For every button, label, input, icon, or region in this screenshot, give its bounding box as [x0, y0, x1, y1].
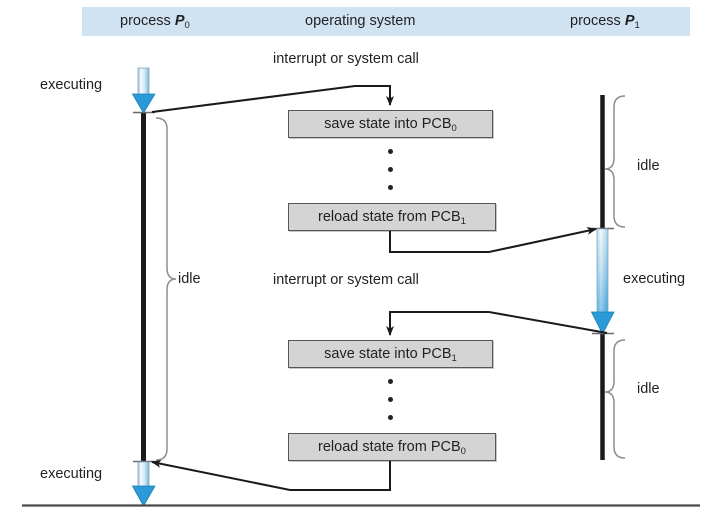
os-box-save-pcb1-text: save state into PCB — [324, 346, 452, 362]
os-box-save-state-pcb1[interactable]: save state into PCB1 — [288, 340, 493, 368]
os-box-reload-pcb0-subscript: 0 — [460, 446, 466, 457]
label-interrupt-or-system-call-1: interrupt or system call — [273, 51, 419, 67]
column-header-process-p0: process P0 — [120, 13, 190, 31]
ellipsis-dots-lower — [386, 379, 394, 420]
idle-brace-p1-lower — [604, 339, 626, 459]
ellipsis-dot — [387, 149, 393, 154]
column-header-p0-symbol: P — [174, 13, 185, 29]
column-header-p0-prefix: process — [120, 13, 175, 29]
column-header-p1-subscript: 1 — [634, 20, 640, 31]
ellipsis-dot — [387, 167, 393, 172]
os-box-save-pcb0-subscript: 0 — [451, 123, 457, 134]
os-box-reload-pcb0-text: reload state from PCB — [318, 439, 461, 455]
connector-p0-to-save-pcb0 — [151, 85, 394, 113]
column-header-operating-system: operating system — [305, 13, 415, 29]
column-header-p1-symbol: P — [624, 13, 635, 29]
connector-p1-to-save-pcb1 — [386, 311, 608, 336]
os-box-reload-pcb1-text: reload state from PCB — [318, 209, 461, 225]
label-executing-p1: executing — [623, 271, 686, 287]
label-idle-p0: idle — [178, 271, 201, 287]
ellipsis-dot — [387, 185, 393, 190]
os-box-reload-state-pcb0[interactable]: reload state from PCB0 — [288, 433, 496, 461]
os-box-reload-pcb1-subscript: 1 — [460, 216, 466, 227]
ellipsis-dot — [387, 379, 393, 384]
ellipsis-dot — [387, 397, 393, 402]
os-box-save-pcb0-text: save state into PCB — [324, 116, 452, 132]
idle-brace-p0 — [155, 117, 177, 461]
ellipsis-dots-upper — [386, 149, 394, 190]
p1-executing-arrow — [590, 228, 615, 335]
column-header-os-text: operating system — [305, 13, 416, 29]
label-executing-p0-bottom: executing — [40, 466, 103, 482]
os-box-save-state-pcb0[interactable]: save state into PCB0 — [288, 110, 493, 138]
connector-reload-pcb0-to-p0 — [151, 459, 391, 491]
process-p1-timeline — [592, 95, 614, 460]
idle-brace-p1-upper — [604, 95, 626, 228]
os-box-reload-state-pcb1[interactable]: reload state from PCB1 — [288, 203, 496, 231]
ellipsis-dot — [387, 415, 393, 420]
column-header-band — [82, 7, 690, 36]
label-idle-p1-upper: idle — [637, 158, 660, 174]
column-header-p0-subscript: 0 — [184, 20, 190, 31]
process-p0-timeline — [133, 111, 155, 463]
label-interrupt-or-system-call-2: interrupt or system call — [273, 272, 419, 288]
p0-executing-arrow-bottom — [131, 461, 156, 507]
column-header-process-p1: process P1 — [570, 13, 640, 31]
connector-reload-pcb1-to-p1 — [389, 226, 597, 253]
os-box-save-pcb1-subscript: 1 — [451, 353, 457, 364]
label-executing-p0-top: executing — [40, 77, 103, 93]
column-header-p1-prefix: process — [570, 13, 625, 29]
p0-executing-arrow-top — [131, 67, 156, 114]
label-idle-p1-lower: idle — [637, 381, 660, 397]
